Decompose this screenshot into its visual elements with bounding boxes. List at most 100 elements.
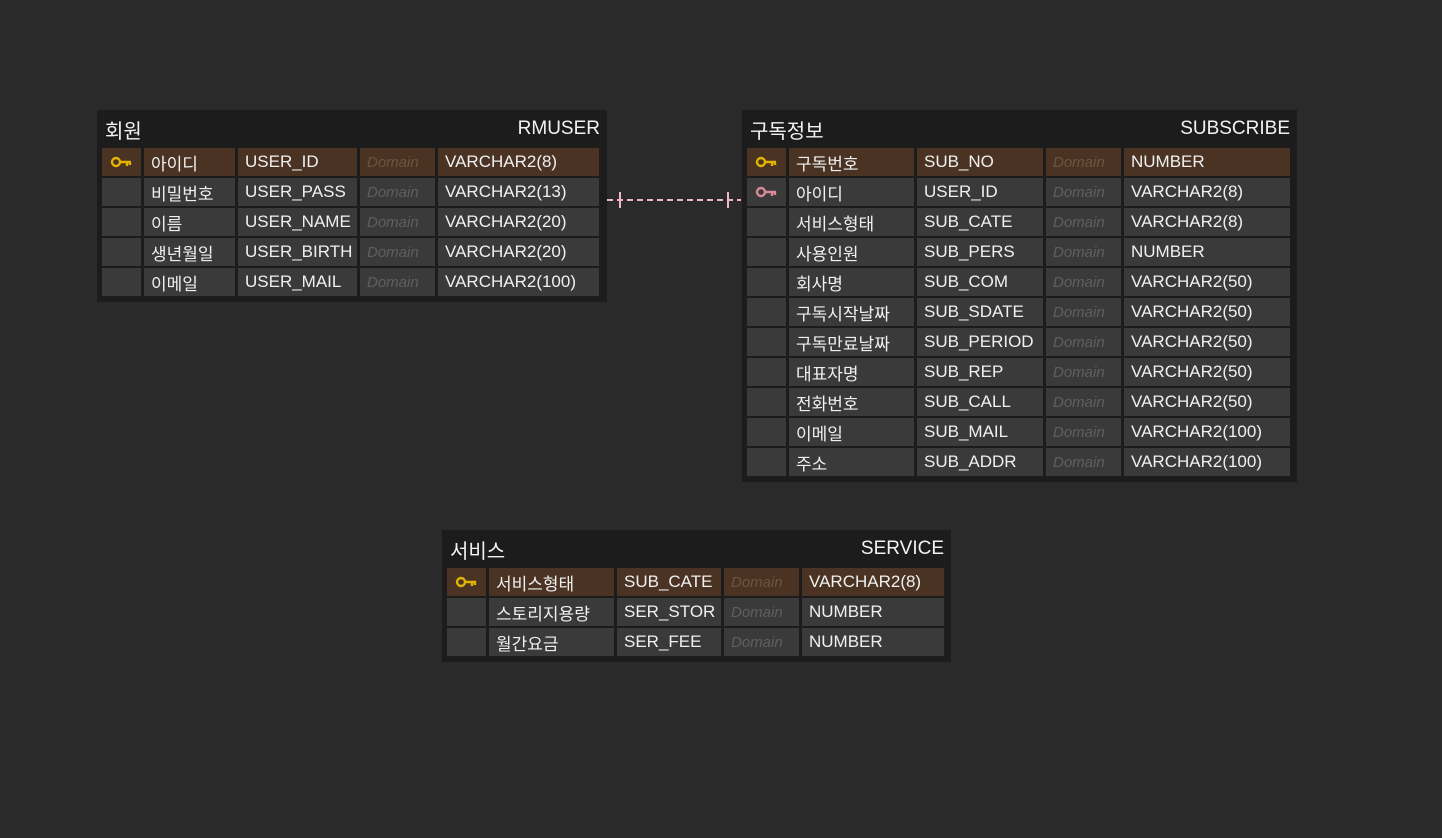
column-logical-name[interactable]: 구독번호 bbox=[789, 148, 914, 176]
column-physical-name[interactable]: SUB_PERS bbox=[917, 238, 1043, 266]
column-data-type[interactable]: VARCHAR2(100) bbox=[1124, 418, 1290, 446]
column-logical-name[interactable]: 대표자명 bbox=[789, 358, 914, 386]
column-domain[interactable]: Domain bbox=[1046, 208, 1121, 236]
column-domain[interactable]: Domain bbox=[1046, 358, 1121, 386]
column-logical-name[interactable]: 구독시작날짜 bbox=[789, 298, 914, 326]
column-logical-name[interactable]: 이름 bbox=[144, 208, 235, 236]
column-data-type[interactable]: VARCHAR2(8) bbox=[802, 568, 944, 596]
column-physical-name[interactable]: SUB_REP bbox=[917, 358, 1043, 386]
column-data-type[interactable]: VARCHAR2(100) bbox=[1124, 448, 1290, 476]
column-domain[interactable]: Domain bbox=[724, 568, 799, 596]
column-data-type[interactable]: VARCHAR2(50) bbox=[1124, 298, 1290, 326]
column-logical-name[interactable]: 생년월일 bbox=[144, 238, 235, 266]
column-logical-name[interactable]: 이메일 bbox=[144, 268, 235, 296]
column-physical-name[interactable]: SUB_PERIOD bbox=[917, 328, 1043, 356]
column-domain[interactable]: Domain bbox=[1046, 328, 1121, 356]
column-domain[interactable]: Domain bbox=[724, 598, 799, 626]
column-domain[interactable]: Domain bbox=[1046, 268, 1121, 296]
column-data-type[interactable]: NUMBER bbox=[802, 598, 944, 626]
column-physical-name[interactable]: SUB_MAIL bbox=[917, 418, 1043, 446]
column-domain[interactable]: Domain bbox=[360, 208, 435, 236]
column-logical-name[interactable]: 비밀번호 bbox=[144, 178, 235, 206]
column-physical-name[interactable]: USER_BIRTH bbox=[238, 238, 357, 266]
column-physical-name[interactable]: SUB_CATE bbox=[917, 208, 1043, 236]
column-domain[interactable]: Domain bbox=[1046, 448, 1121, 476]
column-domain[interactable]: Domain bbox=[1046, 238, 1121, 266]
column-physical-name[interactable]: USER_ID bbox=[917, 178, 1043, 206]
column-domain[interactable]: Domain bbox=[1046, 418, 1121, 446]
key-cell bbox=[747, 328, 786, 356]
column-domain[interactable]: Domain bbox=[1046, 298, 1121, 326]
column-domain[interactable]: Domain bbox=[360, 178, 435, 206]
column-physical-name[interactable]: SUB_SDATE bbox=[917, 298, 1043, 326]
column-logical-name[interactable]: 월간요금 bbox=[489, 628, 614, 656]
column-data-type[interactable]: VARCHAR2(50) bbox=[1124, 388, 1290, 416]
column-domain[interactable]: Domain bbox=[1046, 388, 1121, 416]
column-data-type[interactable]: NUMBER bbox=[1124, 238, 1290, 266]
column-physical-name[interactable]: SER_FEE bbox=[617, 628, 721, 656]
column-domain[interactable]: Domain bbox=[724, 628, 799, 656]
column-data-type[interactable]: NUMBER bbox=[1124, 148, 1290, 176]
column-data-type[interactable]: VARCHAR2(100) bbox=[438, 268, 599, 296]
column-data-type[interactable]: VARCHAR2(50) bbox=[1124, 328, 1290, 356]
column-logical-name[interactable]: 회사명 bbox=[789, 268, 914, 296]
column-physical-name[interactable]: USER_MAIL bbox=[238, 268, 357, 296]
column-logical-name[interactable]: 이메일 bbox=[789, 418, 914, 446]
column-data-type[interactable]: VARCHAR2(50) bbox=[1124, 358, 1290, 386]
column-logical-name[interactable]: 서비스형태 bbox=[489, 568, 614, 596]
column-domain[interactable]: Domain bbox=[360, 268, 435, 296]
column-logical-name[interactable]: 전화번호 bbox=[789, 388, 914, 416]
column-physical-name[interactable]: SUB_ADDR bbox=[917, 448, 1043, 476]
column-data-type[interactable]: VARCHAR2(20) bbox=[438, 238, 599, 266]
column-domain[interactable]: Domain bbox=[360, 238, 435, 266]
column-data-type[interactable]: VARCHAR2(8) bbox=[1124, 208, 1290, 236]
column-data-type[interactable]: NUMBER bbox=[802, 628, 944, 656]
column-data-type[interactable]: VARCHAR2(8) bbox=[1124, 178, 1290, 206]
column-logical-name[interactable]: 주소 bbox=[789, 448, 914, 476]
column-physical-name[interactable]: SUB_CATE bbox=[617, 568, 721, 596]
column-logical-name[interactable]: 사용인원 bbox=[789, 238, 914, 266]
column-logical-name[interactable]: 스토리지용량 bbox=[489, 598, 614, 626]
column-data-type[interactable]: VARCHAR2(50) bbox=[1124, 268, 1290, 296]
column-physical-name[interactable]: SER_STOR bbox=[617, 598, 721, 626]
column-physical-name[interactable]: USER_ID bbox=[238, 148, 357, 176]
column-domain[interactable]: Domain bbox=[1046, 148, 1121, 176]
column-physical-name[interactable]: SUB_CALL bbox=[917, 388, 1043, 416]
column-data-type[interactable]: VARCHAR2(20) bbox=[438, 208, 599, 236]
column-logical-name[interactable]: 구독만료날짜 bbox=[789, 328, 914, 356]
column-logical-name[interactable]: 아이디 bbox=[144, 148, 235, 176]
column-physical-name[interactable]: USER_NAME bbox=[238, 208, 357, 236]
column-domain[interactable]: Domain bbox=[360, 148, 435, 176]
column-physical-name[interactable]: USER_PASS bbox=[238, 178, 357, 206]
column-data-type[interactable]: VARCHAR2(13) bbox=[438, 178, 599, 206]
column-domain[interactable]: Domain bbox=[1046, 178, 1121, 206]
column-data-type[interactable]: VARCHAR2(8) bbox=[438, 148, 599, 176]
column-logical-name[interactable]: 서비스형태 bbox=[789, 208, 914, 236]
column-physical-name[interactable]: SUB_NO bbox=[917, 148, 1043, 176]
column-physical-name[interactable]: SUB_COM bbox=[917, 268, 1043, 296]
column-logical-name[interactable]: 아이디 bbox=[789, 178, 914, 206]
